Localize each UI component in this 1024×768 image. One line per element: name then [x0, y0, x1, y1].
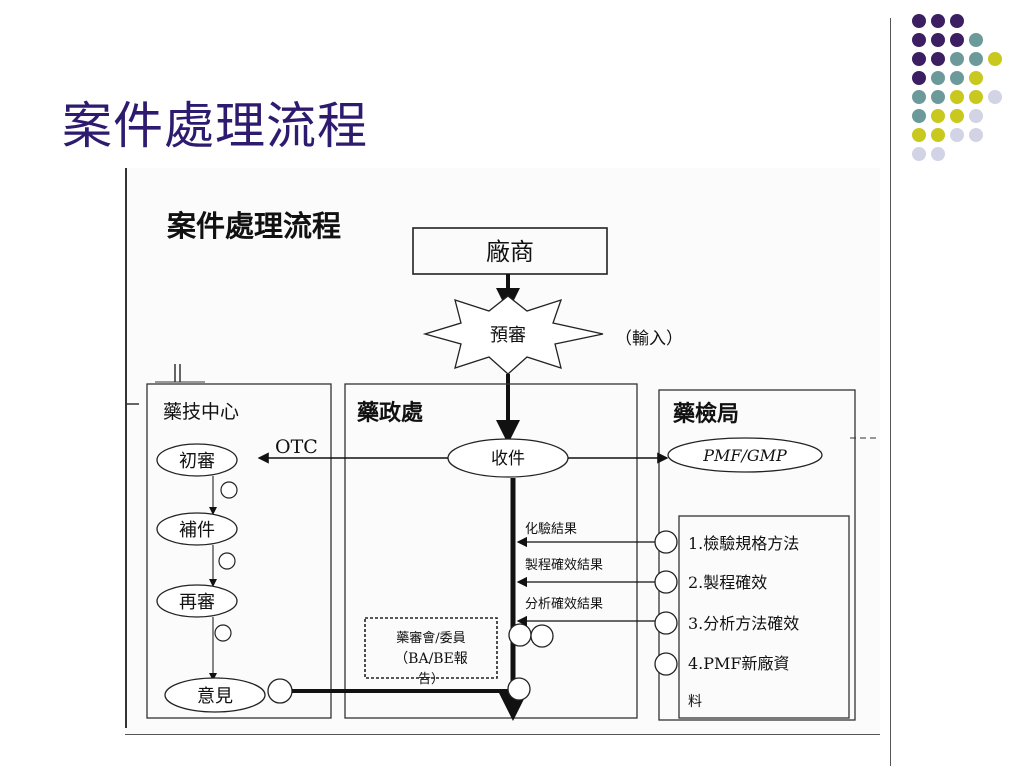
decor-dot [931, 14, 945, 28]
committee-ba-be: （BA/BE報 [394, 651, 468, 667]
prereview-label: 預審 [490, 325, 526, 346]
committee-report: 告） [418, 672, 444, 687]
decor-dot [969, 109, 983, 123]
inspection-item-4: 4.PMF新廠資 [688, 654, 790, 673]
drug-inspection-column [658, 389, 856, 721]
pharma-admin-column [344, 383, 638, 719]
step-initial-review-label: 初審 [179, 451, 215, 472]
decor-dot [950, 52, 964, 66]
manufacturer-label: 廠商 [486, 238, 534, 266]
decor-dot [969, 128, 983, 142]
decor-dot [950, 71, 964, 85]
input-note: （輸入） [615, 329, 683, 349]
committee-box [364, 617, 498, 679]
inspection-items-box [678, 515, 850, 719]
step-circle [220, 481, 238, 499]
decor-dot [931, 71, 945, 85]
decor-dot [950, 128, 964, 142]
decor-dot [988, 90, 1002, 104]
item-circle [654, 652, 678, 676]
decor-dot [912, 14, 926, 28]
step-opinion [164, 677, 266, 713]
slide-title: 案件處理流程 [62, 97, 368, 155]
pmf-gmp-label: PMF/GMP [702, 446, 787, 465]
vertical-divider [890, 18, 891, 766]
inspection-item-2: 2.製程確效 [688, 573, 767, 592]
committee-circle [530, 624, 554, 648]
flowchart-svg: 案件處理流程 廠商 預審 （輸入） 藥技中心 藥政處 藥檢局 收件 OTC PM… [125, 168, 880, 728]
inspection-item-3: 3.分析方法確效 [688, 614, 799, 633]
decor-dot [912, 52, 926, 66]
step-initial-review [156, 443, 238, 477]
decor-dot [912, 128, 926, 142]
inspection-item-4-cont: 料 [688, 694, 702, 710]
decor-dot [931, 33, 945, 47]
flowchart-image: 案件處理流程 廠商 預審 （輸入） 藥技中心 藥政處 藥檢局 收件 OTC PM… [125, 168, 880, 735]
decor-dot [912, 33, 926, 47]
step-re-review-label: 再審 [179, 592, 215, 613]
decor-dot [969, 90, 983, 104]
step-circle [218, 552, 236, 570]
otc-label: OTC [275, 436, 318, 458]
diagram-title: 案件處理流程 [167, 209, 341, 243]
inspection-item-1: 1.檢驗規格方法 [688, 534, 799, 553]
decor-dot [969, 52, 983, 66]
decor-dot [969, 33, 983, 47]
step-opinion-label: 意見 [197, 686, 233, 707]
opinion-circle [267, 678, 293, 704]
decor-dot [912, 71, 926, 85]
step-supplement [156, 512, 238, 546]
result-process-label: 製程確效結果 [525, 557, 603, 573]
committee-label: 藥審會/委員 [396, 631, 465, 646]
decor-dot [931, 147, 945, 161]
decor-dot [931, 128, 945, 142]
tech-center-header: 藥技中心 [163, 401, 239, 423]
decorative-dot-grid [912, 14, 1012, 164]
decor-dot [950, 14, 964, 28]
item-circle [654, 570, 678, 594]
tech-center-column [146, 383, 332, 719]
decor-dot [931, 52, 945, 66]
decor-dot [988, 52, 1002, 66]
step-circle [214, 624, 232, 642]
decor-dot [912, 147, 926, 161]
item-circle [654, 530, 678, 554]
merge-circle [507, 677, 531, 701]
decor-dot [912, 109, 926, 123]
decor-dot [931, 90, 945, 104]
result-analysis-label: 分析確效結果 [525, 596, 603, 612]
step-re-review [156, 584, 238, 618]
drug-inspection-header: 藥檢局 [672, 401, 739, 427]
decor-dot [950, 109, 964, 123]
step-supplement-label: 補件 [179, 520, 215, 541]
decor-dot [950, 90, 964, 104]
decor-dot [950, 33, 964, 47]
committee-circle [508, 623, 532, 647]
decor-dot [931, 109, 945, 123]
result-assay-label: 化驗結果 [525, 522, 577, 537]
decor-dot [912, 90, 926, 104]
decor-dot [969, 71, 983, 85]
receive-label: 收件 [491, 449, 525, 469]
pmf-gmp-ellipse [667, 437, 823, 473]
item-circle [654, 611, 678, 635]
pharma-admin-header: 藥政處 [356, 400, 423, 426]
